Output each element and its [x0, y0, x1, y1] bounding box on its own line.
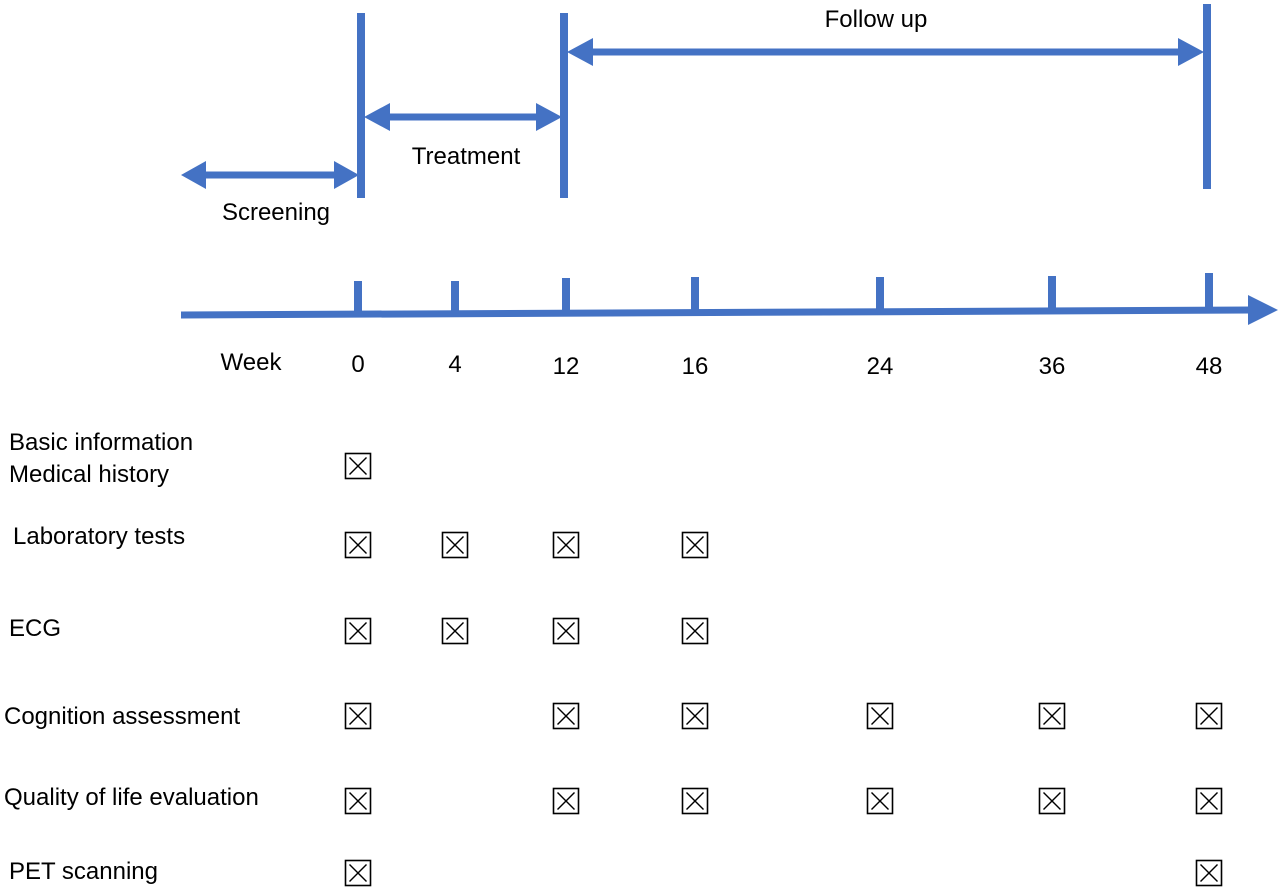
follow-up-arrow	[567, 38, 1204, 66]
axis-line	[180, 306, 1253, 319]
checkbox-icon-week-12	[552, 702, 580, 730]
checkbox-icon-week-16	[681, 617, 709, 645]
checkbox-icon-week-12	[552, 531, 580, 559]
checkbox-icon-week-24	[866, 702, 894, 730]
checkbox-icon-week-0	[344, 859, 372, 887]
week-tick-labels: 0 4 12 16 24 36 48	[351, 351, 1222, 380]
row-label: Basic information	[9, 429, 193, 456]
axis-arrowhead	[1248, 295, 1278, 325]
checkbox-icon-week-0	[344, 617, 372, 645]
checkbox-icon-week-0	[344, 787, 372, 815]
row-label: Quality of life evaluation	[4, 784, 259, 811]
schedule-row: Cognition assessment	[4, 702, 1223, 730]
checkbox-icon-week-0	[344, 531, 372, 559]
checkbox-icon-week-16	[681, 531, 709, 559]
checkbox-icon-week-0	[344, 452, 372, 480]
checkbox-icon-week-12	[552, 617, 580, 645]
phase-label-treatment: Treatment	[412, 143, 521, 170]
checkbox-icon-week-36	[1038, 702, 1066, 730]
checkbox-icon-week-4	[441, 617, 469, 645]
checkbox-icon-week-48	[1195, 859, 1223, 887]
checkbox-icon-week-24	[866, 787, 894, 815]
week-label-0: 0	[351, 351, 364, 378]
schedule-row: PET scanning	[9, 858, 1223, 887]
timeline-axis: Week	[180, 295, 1278, 376]
phase-label-screening: Screening	[222, 199, 330, 226]
row-label: Laboratory tests	[13, 523, 185, 550]
checkbox-icon-week-16	[681, 702, 709, 730]
row-label: PET scanning	[9, 858, 158, 885]
checkbox-icon-week-16	[681, 787, 709, 815]
week-ticks	[354, 273, 1213, 315]
phase-label-follow-up: Follow up	[825, 6, 928, 33]
row-label: ECG	[9, 615, 61, 642]
checkbox-icon-week-48	[1195, 787, 1223, 815]
row-label: Medical history	[9, 461, 169, 488]
week-label-12: 12	[553, 353, 580, 380]
week-label-16: 16	[682, 353, 709, 380]
week-label-48: 48	[1196, 353, 1223, 380]
schedule-row: ECG	[9, 615, 709, 645]
screening-arrow	[181, 161, 359, 189]
schedule-row: Quality of life evaluation	[4, 784, 1223, 815]
week-label-24: 24	[867, 353, 894, 380]
phase-markers: Screening Treatment Follow up	[181, 4, 1211, 226]
week-label-4: 4	[448, 351, 461, 378]
checkbox-icon-week-48	[1195, 702, 1223, 730]
week-label-36: 36	[1039, 353, 1066, 380]
checkbox-icon-week-4	[441, 531, 469, 559]
treatment-arrow	[364, 103, 562, 131]
axis-label-week: Week	[221, 349, 283, 376]
checkbox-icon-week-12	[552, 787, 580, 815]
checkbox-icon-week-36	[1038, 787, 1066, 815]
row-label: Cognition assessment	[4, 703, 240, 730]
schedule-row: Laboratory tests	[13, 523, 709, 559]
checkbox-icon-week-0	[344, 702, 372, 730]
